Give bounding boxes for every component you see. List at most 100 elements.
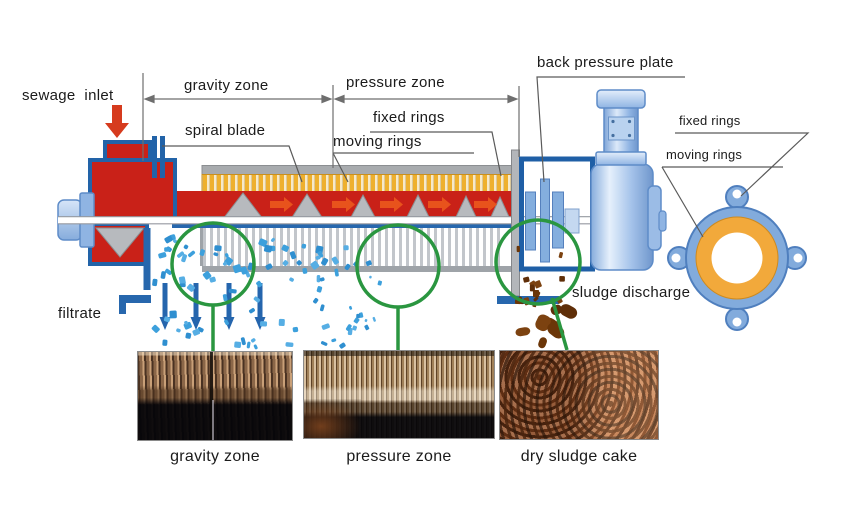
sludge-particles-item	[538, 337, 547, 349]
drive-motor	[590, 89, 667, 271]
gearbox	[590, 163, 654, 271]
gravity-zone-photo	[137, 351, 293, 441]
filtrate-droplets-item	[192, 328, 201, 336]
sludge-particles-item	[558, 251, 564, 259]
filtrate-droplets-item	[313, 298, 319, 304]
filtrate-droplets-item	[316, 274, 321, 283]
filtrate-drain	[119, 228, 151, 314]
ring-stack-band	[201, 174, 513, 192]
filtrate-droplets-item	[164, 247, 171, 252]
sludge-particles-item	[559, 304, 578, 319]
inlet-assembly	[88, 136, 177, 266]
ring-lug-holes	[671, 189, 803, 327]
drive-shaft	[58, 216, 594, 225]
discharge-zone-circle	[494, 218, 582, 306]
fixed-rings-label: fixed rings	[373, 109, 445, 126]
filtrate-droplets-item	[289, 251, 297, 260]
filtrate-droplets-item	[228, 288, 237, 294]
leader-lines	[162, 76, 810, 238]
filtrate-droplets-item	[281, 244, 290, 252]
motor-cap	[596, 89, 646, 109]
filtrate-droplets-item	[253, 344, 258, 350]
filtrate-droplets-item	[213, 252, 219, 257]
photo-patch	[304, 398, 361, 438]
filtrate-droplets-item	[320, 341, 328, 346]
filtrate-droplets-item	[240, 266, 248, 275]
filtrate-droplets-item	[331, 338, 337, 343]
filtrate-droplets-item	[234, 341, 242, 349]
flow-arrows	[270, 197, 497, 212]
motor-plate	[608, 116, 635, 141]
filtrate-droplets-item	[250, 338, 256, 343]
filtrate-droplets-item	[253, 296, 261, 303]
filtrate-droplets-item	[289, 277, 294, 282]
filtrate-droplets-item	[214, 245, 222, 252]
filtrate-droplets	[151, 234, 383, 350]
filtrate-droplets-item	[176, 328, 181, 333]
filtrate-droplets-item	[319, 277, 325, 282]
filtrate-droplets-item	[263, 244, 273, 253]
press-body	[57, 89, 667, 314]
filtrate-droplets-item	[152, 278, 158, 287]
filtrate-droplets-item	[179, 283, 186, 288]
filtrate-droplets-item	[377, 280, 383, 286]
pressure-zone-photo	[303, 350, 495, 439]
filtrate-droplets-item	[356, 313, 361, 319]
filtrate-droplets-item	[352, 325, 358, 331]
filtrate-droplets-item	[321, 257, 329, 266]
filtrate-droplets-item	[315, 255, 321, 260]
filtrate-droplets-item	[188, 250, 196, 258]
filtrate-label: filtrate	[58, 305, 102, 322]
sludge-discharge-label: sludge discharge	[572, 284, 691, 301]
sludge-particles-item	[516, 245, 520, 253]
gravity-zone-label: gravity zone	[184, 77, 269, 94]
filtrate-droplets-item	[260, 321, 268, 327]
photo-highlight	[211, 400, 214, 440]
filtrate-droplets-item	[202, 271, 212, 280]
sludge-particles-item	[515, 327, 531, 337]
filtrate-droplets-item	[163, 316, 171, 323]
ring-lugs	[667, 185, 807, 331]
filtrate-droplets-item	[285, 342, 294, 348]
ring-cross-section	[667, 185, 807, 331]
filtrate-droplets-item	[296, 260, 302, 266]
filtrate-droplets-item	[158, 252, 167, 259]
filtrate-droplets-item	[178, 276, 186, 285]
filtrate-droplets-item	[258, 238, 268, 247]
filtrate-droplets-item	[160, 271, 166, 279]
sewage-inlet-label: sewage inlet	[22, 87, 114, 104]
inlet-blade	[94, 227, 146, 258]
filtrate-droplets-item	[302, 267, 308, 274]
filtrate-droplets-item	[248, 308, 255, 314]
filtrate-droplets-item	[240, 337, 246, 346]
filtrate-droplets-item	[339, 342, 346, 349]
dry-sludge-cake-caption: dry sludge cake	[520, 448, 638, 465]
filtrate-droplets-item	[310, 260, 320, 270]
filtrate-droplets-item	[199, 249, 206, 256]
filtrate-droplets-item	[270, 237, 275, 242]
filtrate-droplets-item	[164, 235, 173, 244]
top-cover-band	[201, 165, 516, 175]
filtrate-droplets-item	[372, 316, 376, 322]
back-pressure-plate-label: back pressure plate	[537, 54, 674, 71]
filtrate-droplets-item	[185, 332, 192, 339]
filtrate-droplets-item	[365, 260, 372, 267]
ring-fixed-rings-label: fixed rings	[679, 113, 741, 128]
filtrate-droplets-item	[222, 261, 227, 266]
filtrate-droplets-item	[343, 245, 349, 251]
filtrate-droplets-item	[331, 256, 339, 265]
inlet-pipe	[160, 136, 165, 178]
filtrate-droplets-item	[224, 319, 229, 326]
sludge-particles-item	[523, 276, 530, 283]
filtrate-droplets-item	[232, 264, 242, 274]
sludge-particles-item	[535, 314, 551, 332]
filtrate-droplets-item	[169, 310, 177, 319]
filtrate-droplets-item	[358, 312, 364, 318]
filtrate-droplets-item	[344, 263, 351, 271]
filtrate-droplets-item	[165, 268, 172, 275]
sludge-particles-item	[533, 296, 539, 302]
sludge-particles-item	[532, 289, 540, 298]
filtrate-droplets-item	[319, 304, 325, 312]
moving-rings-label: moving rings	[333, 133, 422, 150]
